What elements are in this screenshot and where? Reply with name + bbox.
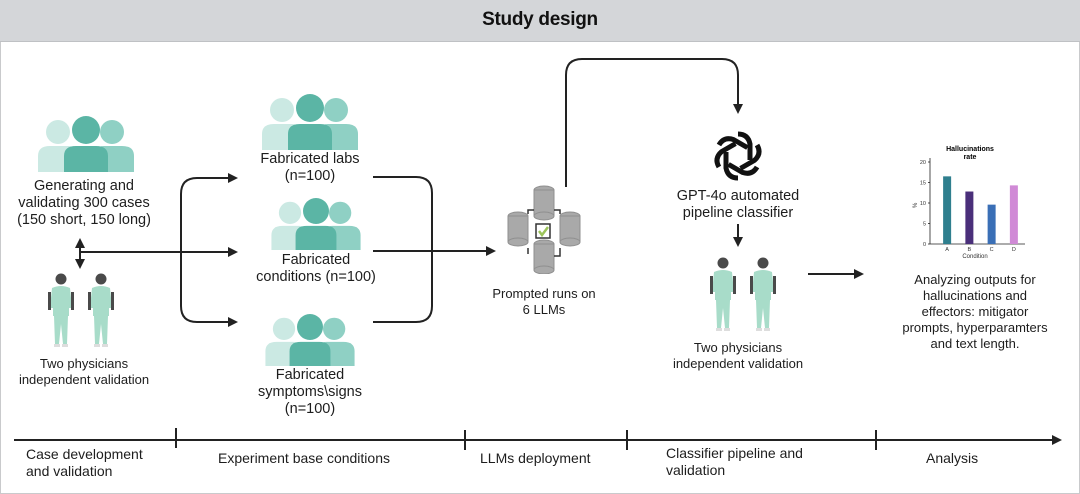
chart-bar-A: [943, 176, 952, 244]
chart-bar-B: [965, 191, 974, 244]
header-bar: Study design: [0, 0, 1080, 42]
chart-bar-C: [987, 204, 996, 244]
physician-icon: [48, 273, 114, 347]
fabricated-conditions-label: Fabricated conditions (n=100): [256, 252, 376, 285]
arrow-to-classifier: [565, 58, 743, 187]
timeline-label-experiment: Experiment base conditions: [218, 450, 390, 466]
chart-title-line2: rate: [964, 154, 977, 161]
people-group-icon: [271, 198, 361, 250]
analysis-label: Analyzing outputs for hallucinations and…: [902, 272, 1048, 351]
chart-x-tick-label: C: [990, 247, 994, 253]
chart-title-line1: Hallucinations: [946, 146, 994, 153]
physician-icon: [710, 257, 776, 331]
people-group-icon: [265, 314, 355, 366]
merge-bracket-right: [373, 176, 433, 323]
chart-y-tick-label: 5: [923, 222, 926, 228]
chart-bar-D: [1009, 185, 1018, 244]
timeline-label-classifier: Classifier pipeline and validation: [666, 445, 803, 478]
branch-bracket-left: [180, 177, 236, 323]
fabricated-symptoms-label: Fabricated symptoms\signs (n=100): [258, 367, 362, 417]
chart-ylabel: %: [913, 202, 919, 208]
case-generation-label: Generating and validating 300 cases (150…: [17, 178, 151, 228]
classifier-validation-label: Two physicians independent validation: [672, 340, 804, 371]
chart-y-tick-label: 0: [923, 242, 926, 248]
chart-x-tick-label: B: [968, 247, 972, 253]
chart-x-tick-label: D: [1012, 247, 1016, 253]
chart-y-tick-label: 15: [920, 181, 926, 187]
timeline-label-case-development: Case development and validation: [26, 446, 143, 479]
chart-xlabel: Condition: [962, 254, 987, 260]
database-cluster-icon: [507, 185, 581, 274]
openai-logo-icon: [714, 131, 762, 181]
timeline-label-analysis: Analysis: [926, 450, 979, 466]
page-title: Study design: [482, 9, 598, 30]
people-group-icon: [38, 116, 134, 172]
people-group-icon: [262, 94, 358, 150]
llm-runs-label: Prompted runs on 6 LLMs: [492, 286, 596, 317]
chart-y-tick-label: 10: [920, 201, 926, 207]
classifier-label: GPT-4o automated pipeline classifier: [676, 188, 800, 221]
chart-x-tick-label: A: [945, 247, 949, 253]
case-validation-label: Two physicians independent validation: [18, 356, 150, 387]
timeline-label-llms: LLMs deployment: [480, 450, 591, 466]
fabricated-labs-label: Fabricated labs (n=100): [260, 151, 360, 184]
chart-y-tick-label: 20: [920, 160, 926, 166]
